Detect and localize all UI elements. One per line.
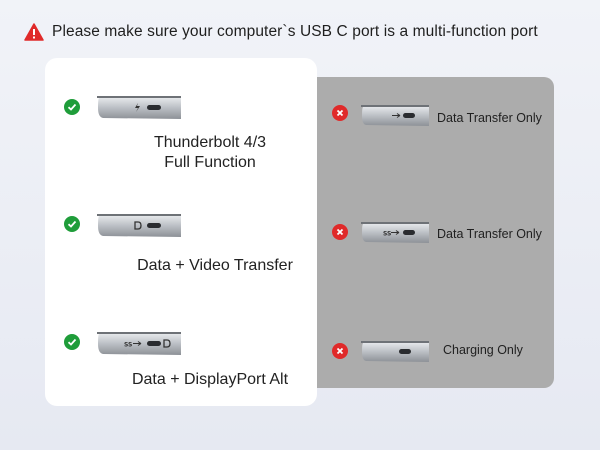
check-icon [64,216,80,232]
caption-data-displayport-alt: Data + DisplayPort Alt [120,370,300,390]
check-icon [64,334,80,350]
laptop-side-thunderbolt [97,95,181,121]
svg-text:SS: SS [124,342,132,349]
cross-icon [332,224,348,240]
caption-charging-only: Charging Only [443,343,523,357]
caption-line2: Full Function [164,154,256,171]
cross-icon [332,343,348,359]
caption-data-transfer: Data Transfer Only [437,111,542,125]
warning-text: Please make sure your computer`s USB C p… [52,23,538,40]
laptop-side-ss-displayport: SS [97,331,181,357]
svg-text:SS: SS [383,231,391,238]
supported-ports-panel [45,58,317,406]
laptop-side-ss-usb: SS [361,221,429,245]
caption-data-transfer: Data Transfer Only [437,227,542,241]
warning-triangle-icon [24,23,44,41]
caption-data-video: Data + Video Transfer [125,256,305,276]
check-icon [64,99,80,115]
laptop-side-charging [361,340,429,364]
unsupported-ports-panel [317,77,554,388]
cross-icon [332,105,348,121]
caption-line1: Data + Video Transfer [137,257,293,274]
caption-line1: Data + DisplayPort Alt [131,371,289,388]
laptop-side-displayport [97,213,181,239]
warning-header: Please make sure your computer`s USB C p… [24,20,590,44]
laptop-side-usb [361,104,429,128]
caption-line1: Thunderbolt 4/3 [153,134,267,151]
caption-thunderbolt: Thunderbolt 4/3 Full Function [150,133,270,173]
